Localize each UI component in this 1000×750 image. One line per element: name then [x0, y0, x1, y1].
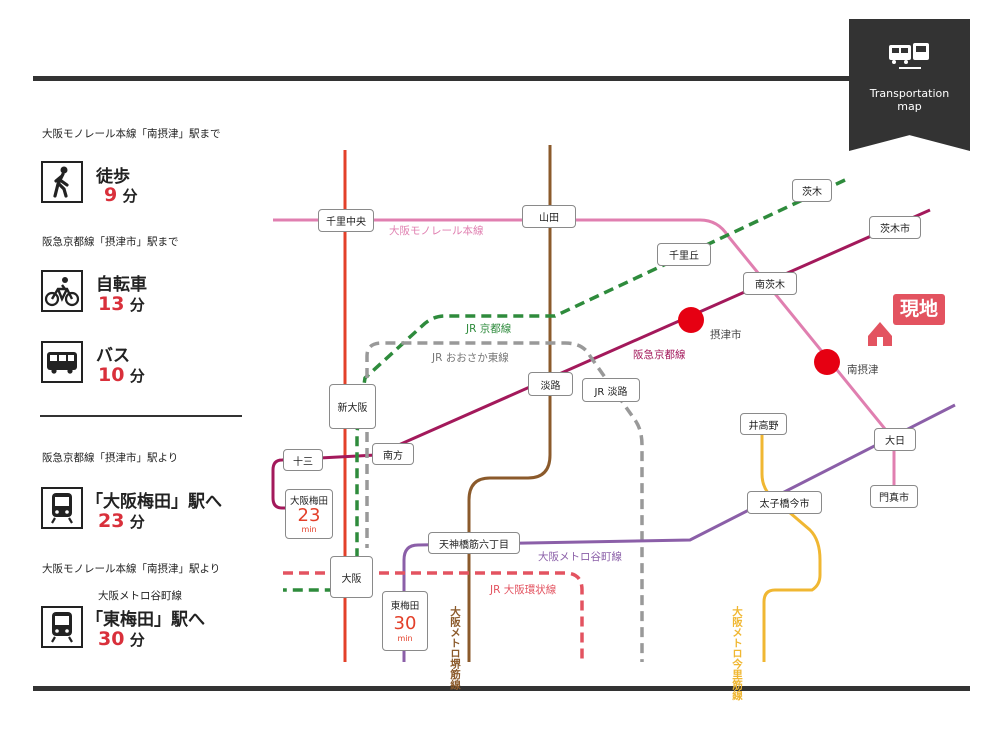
bike-caption: 阪急京都線「摂津市」駅まで — [42, 236, 179, 248]
loop-line-label: JR 大阪環状線 — [490, 584, 557, 596]
bus-unit: 分 — [129, 367, 145, 385]
imazato-line-label: 大阪メトロ今里筋線 — [731, 606, 743, 701]
train-icon — [51, 612, 73, 643]
bike-icon-box — [41, 270, 83, 312]
tanimachi-line — [402, 403, 956, 662]
jr-loop-line — [283, 571, 584, 662]
hankyu-line — [271, 208, 931, 510]
transportation-map-badge: Transportation map — [849, 19, 970, 151]
station-itakano: 井高野 — [740, 413, 787, 435]
station-yamada: 山田 — [522, 205, 576, 228]
station-higashi-umeda-time: 東梅田 30 min — [382, 591, 428, 651]
station-juso: 十三 — [283, 449, 323, 471]
station-osaka-umeda-time: 大阪梅田 23 min — [285, 489, 333, 539]
monorail-line-label: 大阪モノレール本線 — [389, 225, 484, 237]
bus-icon — [47, 352, 77, 374]
bus-time: 10 分 — [98, 364, 145, 386]
top-rule — [33, 76, 850, 81]
bus-minutes: 10 — [98, 364, 125, 386]
umeda-destination: 「大阪梅田」駅へ — [86, 492, 222, 512]
train-icon — [51, 493, 73, 524]
badge-subtitle: map — [897, 100, 922, 113]
tanimachi-line-label: 大阪メトロ谷町線 — [538, 551, 622, 563]
bottom-rule — [33, 686, 970, 691]
higashi-unit: 分 — [129, 631, 145, 649]
panel-separator — [40, 415, 242, 417]
umeda-unit: 分 — [129, 513, 145, 531]
higashi-umeda-minutes: 30 — [393, 613, 417, 634]
sakaisuji-line-label: 大阪メトロ堺筋線 — [449, 606, 461, 690]
walk-minutes: 9 — [104, 184, 118, 206]
minami-settsu-marker — [814, 349, 840, 375]
higashi-umeda-min: min — [397, 634, 413, 643]
minami-settsu-label: 南摂津 — [847, 364, 879, 376]
higashi-icon-box — [41, 606, 83, 648]
umeda-minutes: 23 — [98, 510, 125, 532]
bicycle-icon — [44, 277, 80, 307]
hankyu-line-label: 阪急京都線 — [633, 349, 686, 361]
walk-icon-box — [41, 161, 83, 203]
train-bus-icon — [889, 43, 929, 69]
higashi-caption: 大阪モノレール本線「南摂津」駅より — [42, 563, 221, 575]
settsu-shi-label: 摂津市 — [710, 329, 742, 341]
settsu-shi-marker — [678, 307, 704, 333]
walk-caption: 大阪モノレール本線「南摂津」駅まで — [42, 128, 221, 140]
imazato-line — [760, 432, 822, 662]
jr-osaka-higashi-label: JR おおさか東線 — [432, 352, 509, 364]
umeda-icon-box — [41, 487, 83, 529]
walking-person-icon — [53, 166, 69, 198]
osaka-umeda-minutes: 23 — [297, 505, 321, 526]
station-minami-ibaraki: 南茨木 — [743, 272, 797, 295]
walk-unit: 分 — [122, 187, 138, 205]
badge-title: Transportation — [869, 87, 950, 100]
walk-mode-label: 徒歩 — [96, 167, 130, 187]
bike-time: 13 分 — [98, 293, 145, 315]
station-tenjinbashi: 天神橋筋六丁目 — [428, 532, 520, 554]
higashi-caption-line: 大阪メトロ谷町線 — [98, 590, 182, 602]
bus-mode-label: バス — [96, 346, 130, 366]
sakaisuji-line — [467, 145, 552, 662]
umeda-caption: 阪急京都線「摂津市」駅より — [42, 452, 179, 464]
station-jr-awaji: JR 淡路 — [582, 378, 640, 402]
station-dainichi: 大日 — [874, 428, 916, 451]
bus-icon-box — [41, 341, 83, 383]
station-taishibashi: 太子橋今市 — [747, 491, 822, 514]
jr-kyoto-line-label: JR 京都線 — [466, 323, 512, 335]
current-location-tag: 現地 — [893, 294, 946, 325]
station-ibaraki-shi: 茨木市 — [869, 216, 921, 239]
higashi-destination: 「東梅田」駅へ — [86, 610, 205, 630]
station-awaji: 淡路 — [528, 372, 573, 396]
bike-unit: 分 — [129, 296, 145, 314]
higashi-time: 30 分 — [98, 628, 145, 650]
station-ibaraki: 茨木 — [792, 179, 832, 202]
higashi-umeda-label: 東梅田 — [390, 601, 420, 612]
bike-mode-label: 自転車 — [96, 275, 147, 295]
station-osaka: 大阪 — [330, 556, 373, 598]
station-senriyama: 千里丘 — [657, 243, 711, 266]
station-senri-chuo: 千里中央 — [318, 209, 374, 232]
station-kadoma: 門真市 — [870, 485, 918, 508]
higashi-minutes: 30 — [98, 628, 125, 650]
osaka-umeda-label: 大阪梅田 — [289, 496, 328, 507]
house-icon — [868, 322, 892, 346]
osaka-umeda-min: min — [301, 525, 317, 534]
station-shin-osaka: 新大阪 — [329, 384, 376, 429]
walk-time: 9 分 — [104, 184, 137, 206]
umeda-time: 23 分 — [98, 510, 145, 532]
station-minamikata: 南方 — [372, 443, 414, 465]
bike-minutes: 13 — [98, 293, 125, 315]
jr-osaka-higashi-line — [365, 341, 644, 662]
